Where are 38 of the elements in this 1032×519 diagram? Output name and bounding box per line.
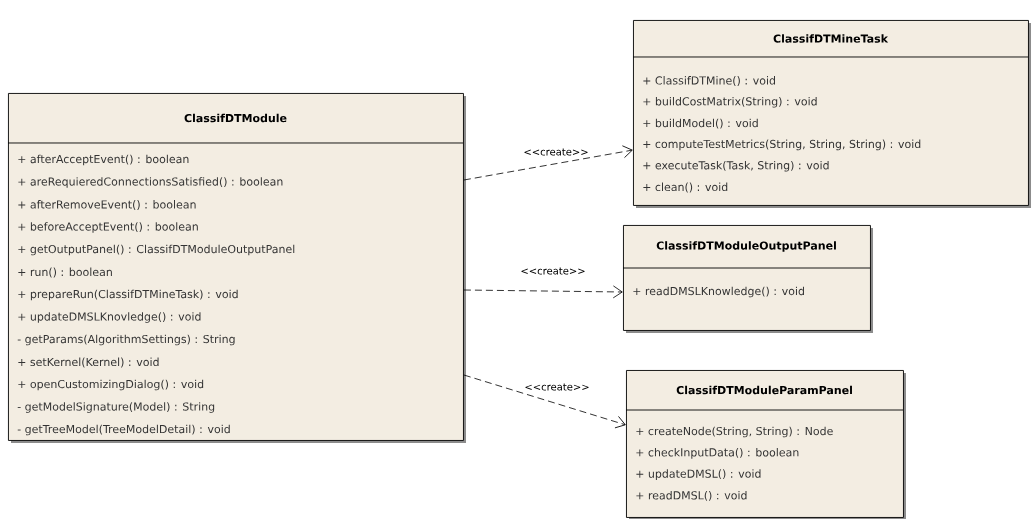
operation: + buildModel() : void — [643, 118, 758, 129]
operation: + areRequieredConnectionsSatisfied() : boolean — [18, 177, 283, 188]
operation: + clean() : void — [643, 182, 728, 193]
operation: + executeTask(Task, String) : void — [643, 160, 829, 172]
operation: - getTreeModel(TreeModelDetail) : void — [17, 424, 230, 436]
operation: + updateDMSL() : void — [636, 469, 761, 480]
operation: + ClassifDTMine() : void — [643, 76, 775, 86]
operation: + afterAcceptEvent() : boolean — [18, 154, 189, 166]
dependency-arrow — [463, 145, 633, 181]
operation: - getParams(AlgorithmSettings) : String — [17, 334, 235, 346]
operation: + beforeAcceptEvent() : boolean — [18, 222, 198, 233]
operation: + computeTestMetrics(String, String, String) : void — [643, 139, 921, 151]
class-box — [625, 370, 906, 519]
operation: + getOutputPanel() : ClassifDTModuleOutputPanel — [18, 244, 295, 256]
operation: - getModelSignature(Model) : String — [17, 402, 215, 413]
dependency-arrow — [463, 374, 626, 429]
class-box — [632, 20, 1031, 208]
operation: + buildCostMatrix(String) : void — [643, 97, 817, 108]
edge-label: <<create>> — [523, 382, 591, 392]
operation: + updateDMSLKnovledge() : void — [18, 312, 201, 323]
operation: + checkInputData() : boolean — [636, 448, 799, 459]
operation: + run() : boolean — [18, 267, 112, 278]
operation: + createNode(String, String) : Node — [636, 426, 833, 438]
class-name: ClassifDTMineTask — [773, 34, 889, 43]
edge-label: <<create>> — [519, 266, 587, 276]
operation: + readDMSL() : void — [636, 491, 747, 501]
operation: + prepareRun(ClassifDTMineTask) : void — [18, 289, 238, 301]
operation: + setKernel(Kernel) : void — [18, 357, 159, 368]
edge-label: <<create>> — [522, 147, 590, 157]
operation: + readDMSLKnowledge() : void — [633, 286, 804, 298]
dependency-arrow — [463, 285, 623, 299]
class-name: ClassifDTModuleParamPanel — [676, 385, 852, 395]
operation: + openCustomizingDialog() : void — [18, 379, 204, 391]
class-box — [622, 225, 873, 333]
class-name: ClassifDTModuleOutputPanel — [656, 241, 836, 252]
class-name: ClassifDTModule — [184, 113, 287, 123]
class-box — [7, 93, 466, 443]
operation: + afterRemoveEvent() : boolean — [18, 200, 196, 210]
